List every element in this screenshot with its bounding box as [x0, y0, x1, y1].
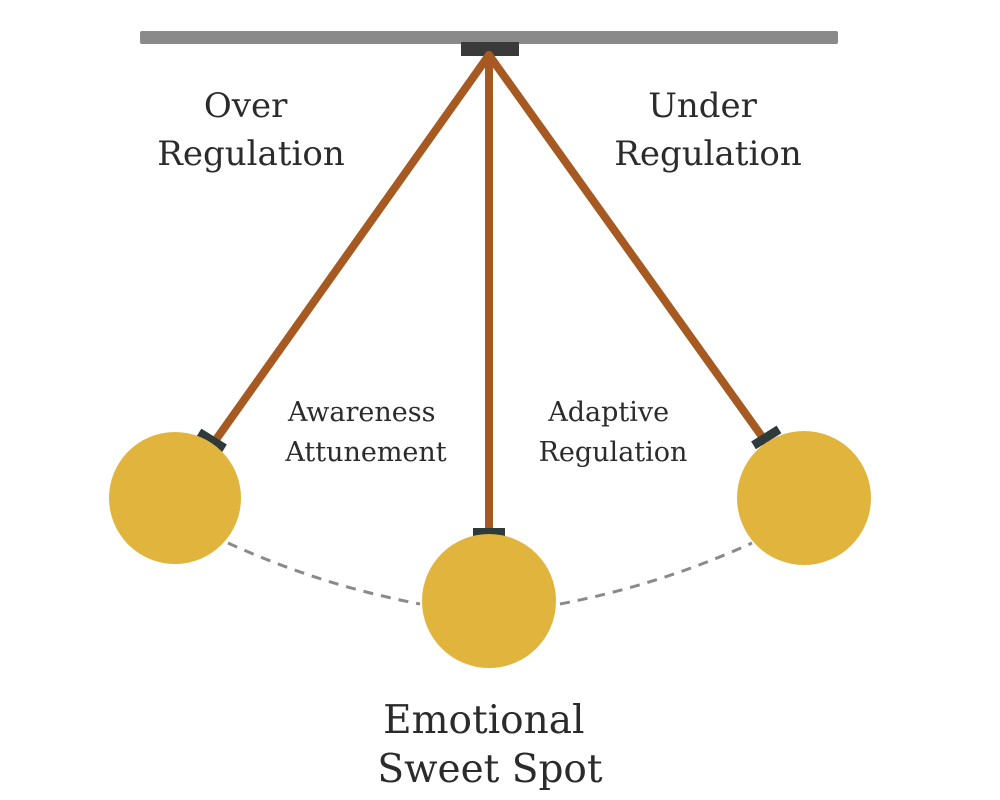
right-rod — [485, 51, 772, 449]
pivot-mount — [461, 42, 519, 56]
adaptive-regulation-label: Adaptive Regulation — [539, 397, 688, 468]
left-bob — [109, 432, 241, 564]
awareness-attunement-label: Awareness Attunement — [284, 397, 446, 468]
swing-arc — [227, 541, 753, 606]
center-rod-cap — [473, 528, 505, 537]
left-rod-cap — [196, 428, 227, 453]
over-regulation-label: Over Regulation — [157, 86, 344, 174]
emotional-sweet-spot-label: Emotional Sweet Spot — [377, 698, 602, 792]
under-regulation-label: Under Regulation — [614, 86, 801, 174]
right-bob — [737, 431, 871, 565]
ceiling-bar — [140, 31, 838, 44]
center-bob — [422, 534, 556, 668]
left-rod — [206, 51, 493, 452]
right-rod-cap — [751, 425, 782, 450]
